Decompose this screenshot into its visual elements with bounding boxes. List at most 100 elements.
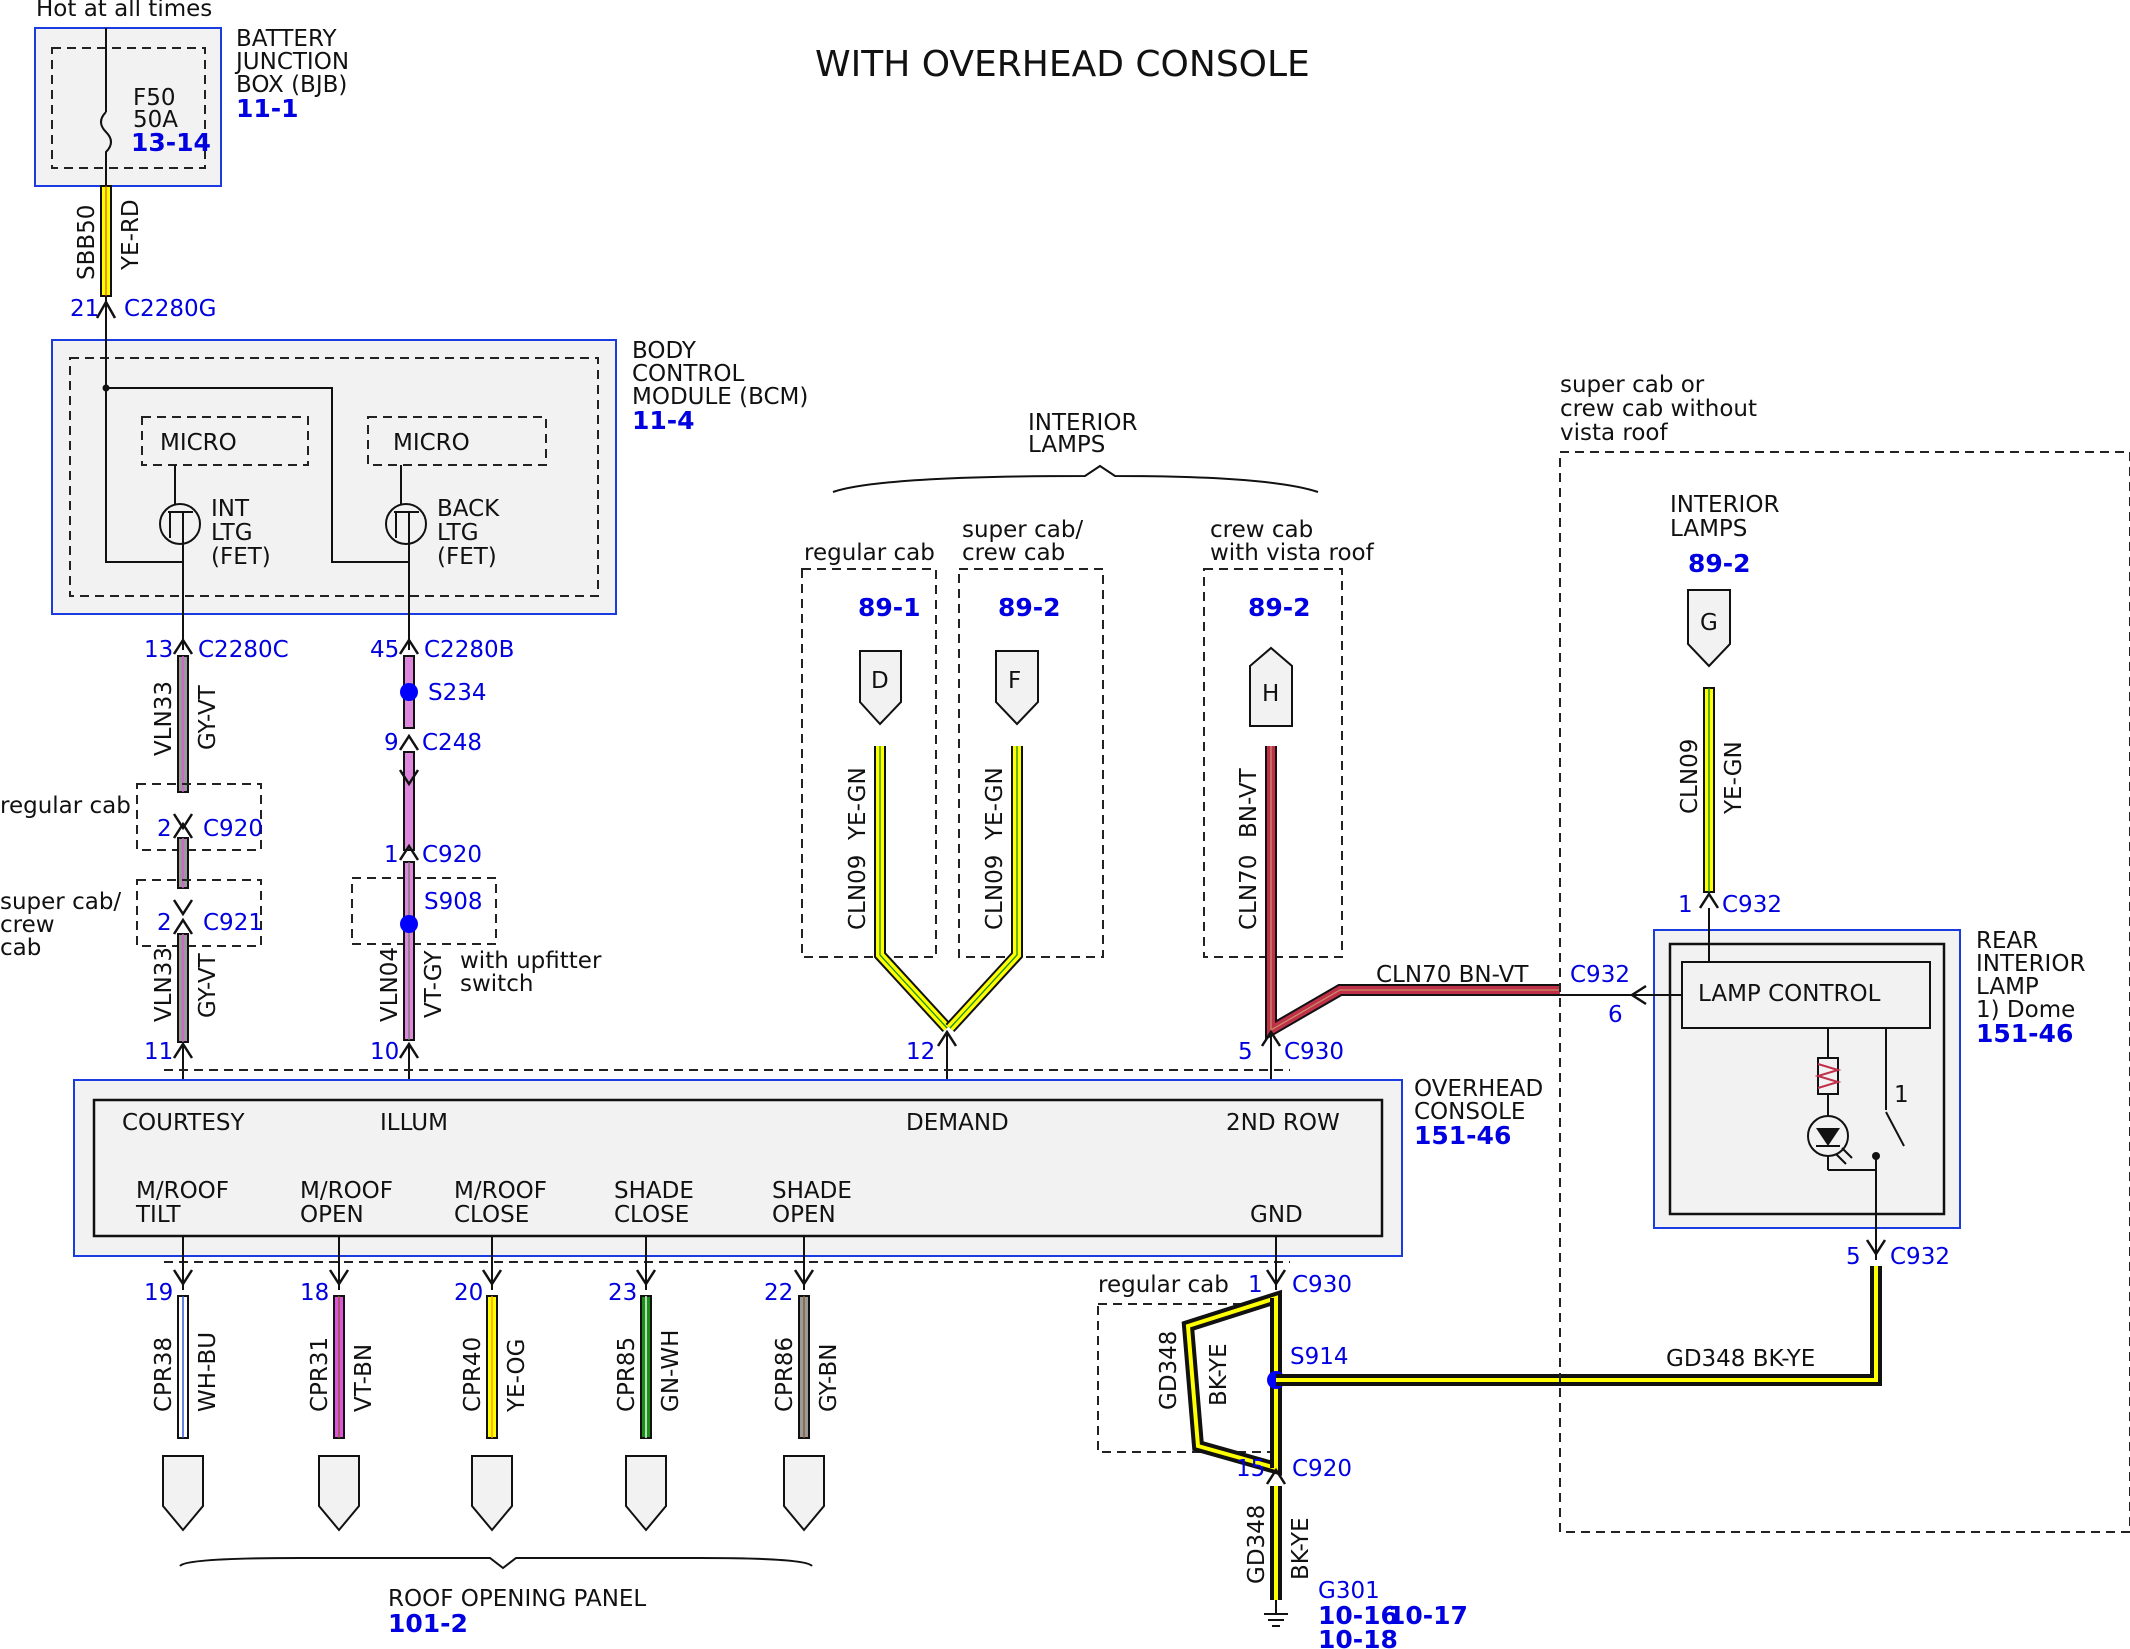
svg-text:23: 23 — [608, 1280, 637, 1306]
rear-c932-conn-side: C932 — [1570, 962, 1630, 988]
rear-lamps-ref: 89-2 — [1688, 549, 1751, 578]
diagram-title: WITH OVERHEAD CONSOLE — [815, 44, 1310, 85]
pin-f: F — [1008, 668, 1021, 694]
c2280g-conn: C2280G — [124, 296, 216, 322]
vln33-pin-top: 13 — [144, 637, 173, 663]
micro-left-label: MICRO — [160, 430, 237, 456]
bjb-inner-dashed — [51, 47, 206, 169]
regular-cab-box-ground — [1097, 1303, 1279, 1453]
svg-text:OPEN: OPEN — [772, 1202, 836, 1228]
bjb-box — [34, 27, 222, 187]
demand-label: DEMAND — [906, 1110, 1009, 1136]
rear-c932-pin-side: 6 — [1608, 1002, 1623, 1028]
roof-panel-label: ROOF OPENING PANEL — [388, 1586, 646, 1612]
crewcab-label-1: crew cab — [1210, 517, 1313, 543]
rear-c932-conn-top: C932 — [1722, 892, 1782, 918]
svg-text:CPR31: CPR31 — [307, 1337, 333, 1412]
cln70-circuit-vert: CLN70 — [1236, 855, 1262, 930]
svg-text:20: 20 — [454, 1280, 483, 1306]
svg-text:SHADE: SHADE — [614, 1178, 694, 1204]
fet-left-2: LTG — [211, 520, 253, 546]
connector-f — [995, 650, 1039, 726]
micro-left — [141, 416, 309, 466]
crewcab-box — [1203, 568, 1343, 958]
ground-ref-1: 10-16 — [1318, 1601, 1398, 1630]
svg-text:CLOSE: CLOSE — [454, 1202, 529, 1228]
ground-symbol-icon — [1264, 1600, 1288, 1627]
s234-label: S234 — [428, 680, 487, 706]
bcm-label-3: MODULE (BCM) — [632, 384, 808, 410]
rear-lamp-label-3: LAMP — [1976, 974, 2039, 1000]
rear-c932-pin-top: 1 — [1678, 892, 1693, 918]
micro-right-label: MICRO — [393, 430, 470, 456]
svg-text:M/ROOF: M/ROOF — [136, 1178, 229, 1204]
svg-text:GN-WH: GN-WH — [658, 1330, 684, 1412]
c2280g-pin: 21 — [70, 296, 99, 322]
fet-right-2: LTG — [437, 520, 479, 546]
ground-ref-2: 10-17 — [1388, 1601, 1468, 1630]
rear-lamp-label-4: 1) Dome — [1976, 997, 2075, 1023]
svg-text:TILT: TILT — [135, 1202, 181, 1228]
gd348-circuit-loop: GD348 — [1156, 1331, 1182, 1410]
output-mroof-tilt: M/ROOF TILT 19 CPR38 WH-BU — [135, 1178, 229, 1532]
svg-text:19: 19 — [144, 1280, 173, 1306]
dome-lamp-circuit-icon — [1807, 1028, 1905, 1260]
rear-lamp-ref: 151-46 — [1976, 1019, 2073, 1048]
svg-text:YE-OG: YE-OG — [504, 1339, 530, 1413]
rear-region-2: crew cab without — [1560, 396, 1757, 422]
overhead-ref: 151-46 — [1414, 1121, 1511, 1150]
vln33-circuit-a: VLN33 — [151, 681, 177, 756]
svg-text:22: 22 — [764, 1280, 793, 1306]
rear-c932-pin-bottom: 5 — [1846, 1244, 1861, 1270]
fet-right-icon — [385, 465, 427, 650]
splice-s234 — [400, 683, 418, 701]
overhead-inner-box — [92, 1098, 1384, 1238]
vln04-pin-bottom: 10 — [370, 1039, 399, 1065]
vln33-circuit-b: VLN33 — [151, 947, 177, 1022]
fuse-rating: 50A — [133, 107, 178, 133]
c930-pin-top: 5 — [1238, 1039, 1253, 1065]
s914-label: S914 — [1290, 1344, 1349, 1370]
rear-lamp-label-1: REAR — [1976, 928, 2038, 954]
lamp-control-box — [1681, 961, 1931, 1029]
gnd-c930-conn: C930 — [1292, 1272, 1352, 1298]
rear-lamps-2: LAMPS — [1670, 516, 1747, 542]
cln09-rear-color: YE-GN — [1721, 741, 1747, 815]
cln09-rear-circuit: CLN09 — [1677, 739, 1703, 814]
vln33-color-a: GY-VT — [195, 684, 221, 750]
c920-pin-left: 2 — [157, 816, 172, 842]
svg-text:GY-BN: GY-BN — [816, 1344, 842, 1412]
svg-text:18: 18 — [300, 1280, 329, 1306]
cln09-color-d: YE-GN — [845, 767, 871, 841]
pin-d: D — [871, 668, 889, 694]
cln09-circuit-f: CLN09 — [982, 855, 1008, 930]
connector-g — [1687, 589, 1731, 668]
c248-conn: C248 — [422, 730, 482, 756]
crewcab-label-2: with vista roof — [1210, 540, 1375, 566]
c920-pin-mid: 1 — [384, 842, 399, 868]
rear-region-1: super cab or — [1560, 372, 1705, 398]
bcm-power-bus — [105, 318, 392, 563]
output-mroof-open: M/ROOF OPEN 18 CPR31 VT-BN — [300, 1178, 393, 1532]
svg-text:M/ROOF: M/ROOF — [300, 1178, 393, 1204]
svg-text:CPR86: CPR86 — [772, 1337, 798, 1412]
supercab-label-1: super cab/ — [0, 889, 121, 915]
upfitter-label-1: with upfitter — [460, 948, 602, 974]
supercab-center-2: crew cab — [962, 540, 1065, 566]
vln04-pin-top: 45 — [370, 637, 399, 663]
supercab-label-2: crew — [0, 912, 55, 938]
rear-region-dashed — [1559, 451, 2130, 1533]
wire-vln04-b — [403, 751, 415, 851]
sbb50-circuit: SBB50 — [74, 205, 100, 280]
vln33-pin-bottom: 11 — [144, 1039, 173, 1065]
output-shade-open: SHADE OPEN 22 CPR86 GY-BN — [764, 1178, 852, 1532]
c248-pin: 9 — [384, 730, 399, 756]
supercab-center-1: super cab/ — [962, 517, 1083, 543]
c921-pin: 2 — [157, 910, 172, 936]
cln70-horizontal-label: CLN70 BN-VT — [1376, 962, 1529, 988]
pin-g: G — [1700, 610, 1718, 636]
svg-text:M/ROOF: M/ROOF — [454, 1178, 547, 1204]
svg-text:CPR85: CPR85 — [614, 1337, 640, 1412]
regular-cab-label-center: regular cab — [804, 540, 935, 566]
